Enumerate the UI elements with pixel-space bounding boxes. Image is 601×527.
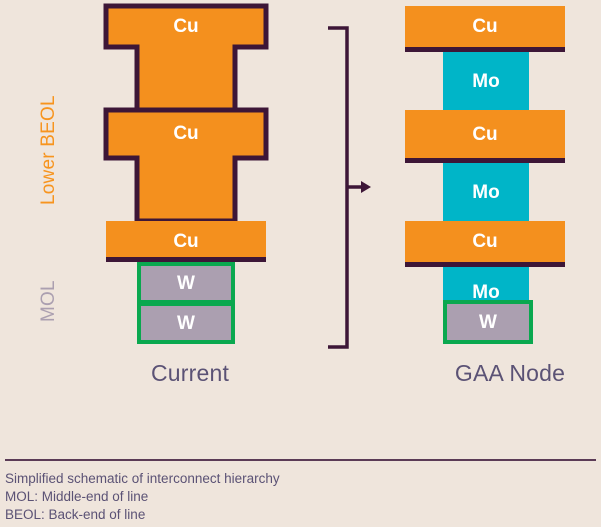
layer-label-cu-m1: Cu xyxy=(173,230,199,252)
layer-mo-via-middle: Mo xyxy=(443,163,529,221)
layer-w-contact-lower: W xyxy=(137,302,235,344)
footer-line-mol: MOL: Middle-end of line xyxy=(5,489,149,504)
axis-label-mol: MOL xyxy=(38,280,59,322)
axis-label-lower-beol: Lower BEOL xyxy=(38,95,59,205)
layer-mo-via-upper: Mo xyxy=(443,52,529,110)
stack-caption-current: Current xyxy=(150,360,230,386)
layer-label-cu-m3: Cu xyxy=(173,15,199,37)
stack-gaa: Cu Mo Cu Mo Cu Mo W xyxy=(380,0,601,400)
stack-current: Cu Cu Cu W W xyxy=(60,0,320,400)
stack-caption-gaa: GAA Node xyxy=(454,360,566,386)
layer-label-cu-m2: Cu xyxy=(173,123,199,144)
layer-cu-m1: Cu xyxy=(405,221,565,267)
layer-w-contact: W xyxy=(443,300,533,344)
layer-cu-m3: Cu xyxy=(405,6,565,52)
copper-tshape-outlines xyxy=(103,3,269,262)
footer-line-schematic: Simplified schematic of interconnect hie… xyxy=(5,471,280,486)
footer-line-beol: BEOL: Back-end of line xyxy=(5,507,146,522)
layer-cu-m2: Cu xyxy=(405,110,565,163)
footer-divider xyxy=(5,459,596,461)
footer-notes: Simplified schematic of interconnect hie… xyxy=(5,470,585,524)
layer-w-contact-upper: W xyxy=(137,262,235,304)
arrow-head-icon xyxy=(361,181,371,193)
transition-bracket xyxy=(328,26,371,349)
